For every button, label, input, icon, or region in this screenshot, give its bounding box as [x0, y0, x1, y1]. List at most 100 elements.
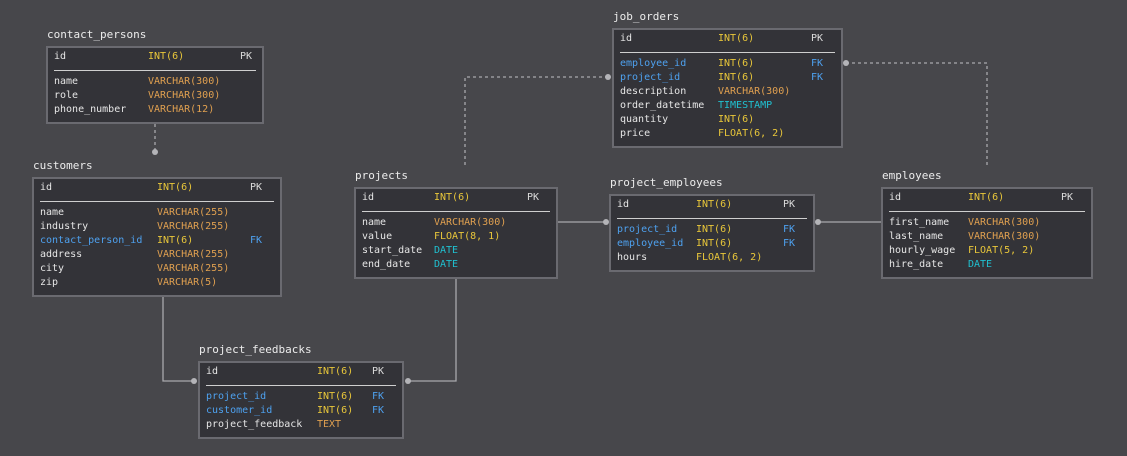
- connector-employees-job-orders: [846, 62, 988, 165]
- connector-end-dot: [152, 149, 158, 155]
- column-type: INT(6): [718, 114, 755, 125]
- connector-end-dot: [843, 60, 849, 66]
- table-body: [32, 177, 282, 297]
- column-type: INT(6): [148, 51, 185, 62]
- column-name: id: [40, 182, 53, 193]
- column-name: quantity: [620, 114, 669, 125]
- primary-key-badge: PK: [811, 33, 824, 44]
- connector-end-dot: [405, 378, 411, 384]
- column-type: FLOAT(6, 2): [696, 252, 763, 263]
- column-name: value: [362, 231, 393, 242]
- column-name: id: [362, 192, 375, 203]
- table-body: [354, 187, 558, 279]
- primary-key-badge: PK: [1061, 192, 1074, 203]
- column-type: VARCHAR(300): [148, 90, 221, 101]
- column-name: hire_date: [889, 259, 944, 270]
- column-name: first_name: [889, 217, 950, 228]
- connector-projects-job-orders: [464, 76, 608, 165]
- column-type: INT(6): [696, 238, 733, 249]
- column-type: INT(6): [157, 235, 194, 246]
- column-type: VARCHAR(255): [157, 207, 230, 218]
- column-type: INT(6): [696, 224, 733, 235]
- table-body: [198, 361, 404, 439]
- column-type: TEXT: [317, 419, 342, 430]
- key-separator: [206, 385, 396, 386]
- column-type: VARCHAR(255): [157, 263, 230, 274]
- key-separator: [620, 52, 835, 53]
- column-name: id: [617, 199, 630, 210]
- column-name: name: [40, 207, 65, 218]
- column-name: project_id: [620, 72, 681, 83]
- column-name: project_feedback: [206, 419, 303, 430]
- column-type: INT(6): [718, 58, 755, 69]
- table-title: project_employees: [610, 176, 723, 189]
- column-type: INT(6): [317, 405, 354, 416]
- table-title: project_feedbacks: [199, 343, 312, 356]
- column-type: DATE: [434, 245, 459, 256]
- column-name: description: [620, 86, 687, 97]
- table-title: employees: [882, 169, 942, 182]
- key-separator: [617, 218, 807, 219]
- column-name: project_id: [617, 224, 678, 235]
- foreign-key-badge: FK: [783, 224, 796, 235]
- column-type: INT(6): [157, 182, 194, 193]
- column-type: INT(6): [317, 391, 354, 402]
- connector-end-dot: [815, 219, 821, 225]
- column-type: INT(6): [696, 199, 733, 210]
- primary-key-badge: PK: [372, 366, 385, 377]
- column-type: VARCHAR(300): [148, 76, 221, 87]
- column-name: start_date: [362, 245, 423, 256]
- key-separator: [889, 211, 1085, 212]
- column-type: VARCHAR(5): [157, 277, 218, 288]
- column-name: hourly_wage: [889, 245, 956, 256]
- column-type: FLOAT(6, 2): [718, 128, 785, 139]
- table-title: customers: [33, 159, 93, 172]
- column-name: zip: [40, 277, 59, 288]
- primary-key-badge: PK: [527, 192, 540, 203]
- column-name: employee_id: [617, 238, 684, 249]
- column-name: id: [206, 366, 219, 377]
- column-name: employee_id: [620, 58, 687, 69]
- column-type: INT(6): [968, 192, 1005, 203]
- column-name: name: [54, 76, 79, 87]
- key-separator: [362, 211, 550, 212]
- foreign-key-badge: FK: [783, 238, 796, 249]
- primary-key-badge: PK: [250, 182, 263, 193]
- connector-projects-project-feedbacks: [408, 279, 457, 382]
- column-name: phone_number: [54, 104, 127, 115]
- primary-key-badge: PK: [240, 51, 253, 62]
- column-type: VARCHAR(255): [157, 221, 230, 232]
- column-name: customer_id: [206, 405, 273, 416]
- key-separator: [40, 201, 274, 202]
- column-type: FLOAT(8, 1): [434, 231, 501, 242]
- column-name: price: [620, 128, 651, 139]
- column-name: id: [54, 51, 67, 62]
- column-name: industry: [40, 221, 89, 232]
- column-type: INT(6): [718, 33, 755, 44]
- column-name: order_datetime: [620, 100, 705, 111]
- column-type: DATE: [968, 259, 993, 270]
- table-title: job_orders: [613, 10, 680, 23]
- column-name: city: [40, 263, 65, 274]
- column-type: VARCHAR(300): [718, 86, 791, 97]
- connector-customers-project-feedbacks: [162, 297, 194, 382]
- column-name: contact_person_id: [40, 235, 143, 246]
- column-type: INT(6): [317, 366, 354, 377]
- column-name: name: [362, 217, 387, 228]
- column-name: address: [40, 249, 83, 260]
- column-type: VARCHAR(255): [157, 249, 230, 260]
- column-name: project_id: [206, 391, 267, 402]
- column-name: end_date: [362, 259, 411, 270]
- foreign-key-badge: FK: [811, 58, 824, 69]
- column-name: role: [54, 90, 79, 101]
- table-title: projects: [355, 169, 408, 182]
- column-type: VARCHAR(300): [968, 231, 1041, 242]
